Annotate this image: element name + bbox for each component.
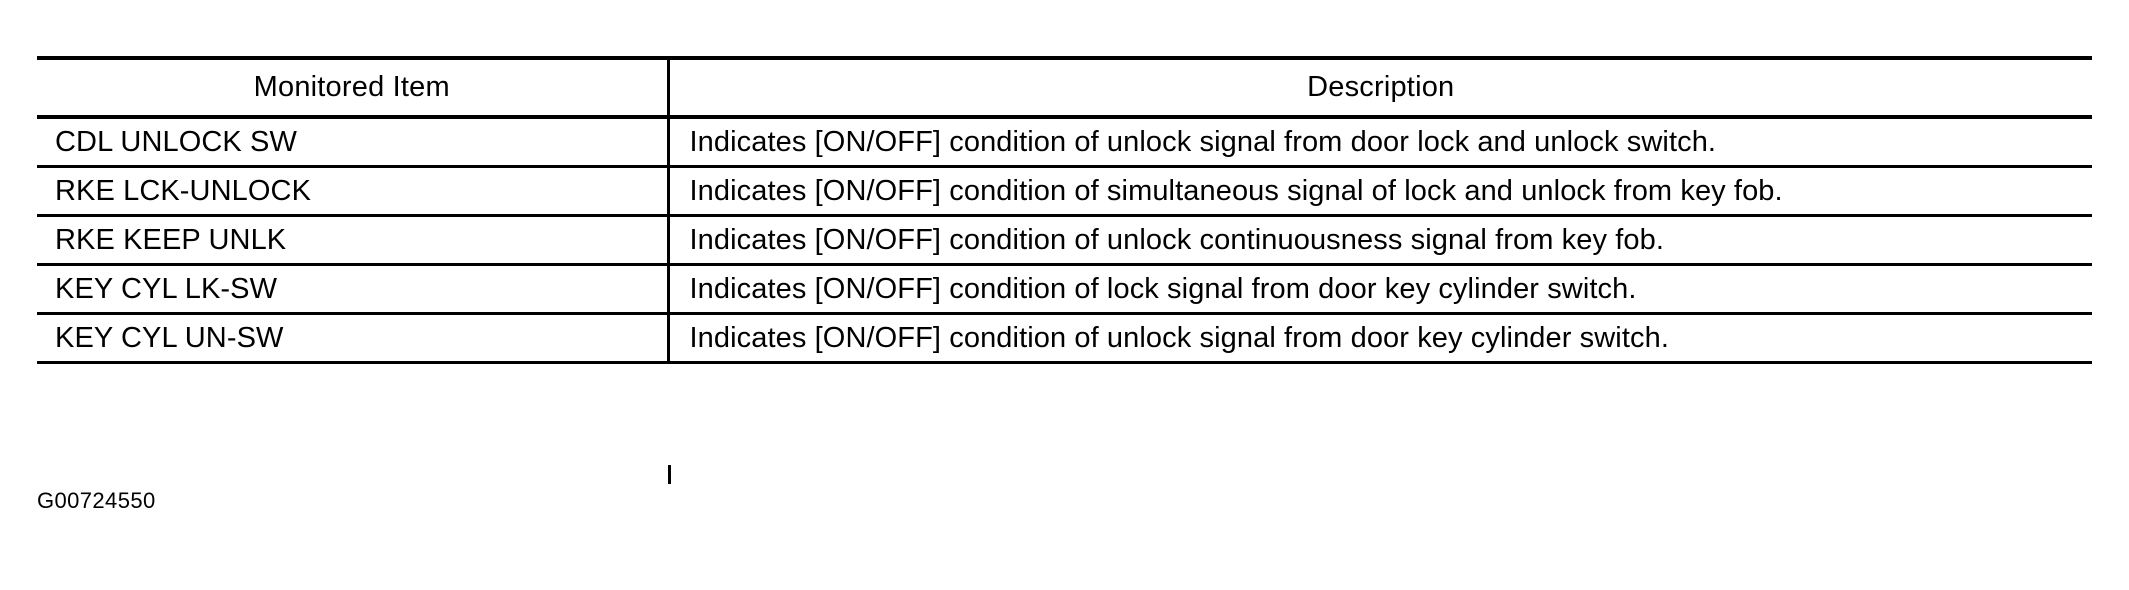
cell-description: Indicates [ON/OFF] condition of unlock s… (668, 117, 2092, 168)
column-divider-overhang (668, 465, 671, 484)
cell-description: Indicates [ON/OFF] condition of unlock c… (668, 215, 2092, 266)
column-header-monitored-item: Monitored Item (37, 56, 670, 119)
table-body: CDL UNLOCK SW Indicates [ON/OFF] conditi… (37, 117, 2092, 364)
column-header-description: Description (668, 56, 2092, 119)
cell-description: Indicates [ON/OFF] condition of unlock s… (668, 313, 2092, 364)
cell-description: Indicates [ON/OFF] condition of lock sig… (668, 264, 2092, 315)
cell-monitored-item: RKE KEEP UNLK (37, 215, 670, 266)
cell-description: Indicates [ON/OFF] condition of simultan… (668, 166, 2092, 217)
table-header-row: Monitored Item Description (37, 56, 2092, 119)
cell-monitored-item: RKE LCK-UNLOCK (37, 166, 670, 217)
monitored-item-table: Monitored Item Description CDL UNLOCK SW… (37, 56, 2092, 364)
table-row: KEY CYL LK-SW Indicates [ON/OFF] conditi… (37, 264, 2092, 315)
cell-monitored-item: KEY CYL LK-SW (37, 264, 670, 315)
table-header: Monitored Item Description (37, 56, 2092, 119)
monitored-item-table-container: Monitored Item Description CDL UNLOCK SW… (37, 56, 2092, 364)
table-row: KEY CYL UN-SW Indicates [ON/OFF] conditi… (37, 313, 2092, 364)
table-row: RKE KEEP UNLK Indicates [ON/OFF] conditi… (37, 215, 2092, 266)
figure-reference-code: G00724550 (37, 488, 156, 513)
table-row: RKE LCK-UNLOCK Indicates [ON/OFF] condit… (37, 166, 2092, 217)
cell-monitored-item: KEY CYL UN-SW (37, 313, 670, 364)
table-row: CDL UNLOCK SW Indicates [ON/OFF] conditi… (37, 117, 2092, 168)
cell-monitored-item: CDL UNLOCK SW (37, 117, 670, 168)
